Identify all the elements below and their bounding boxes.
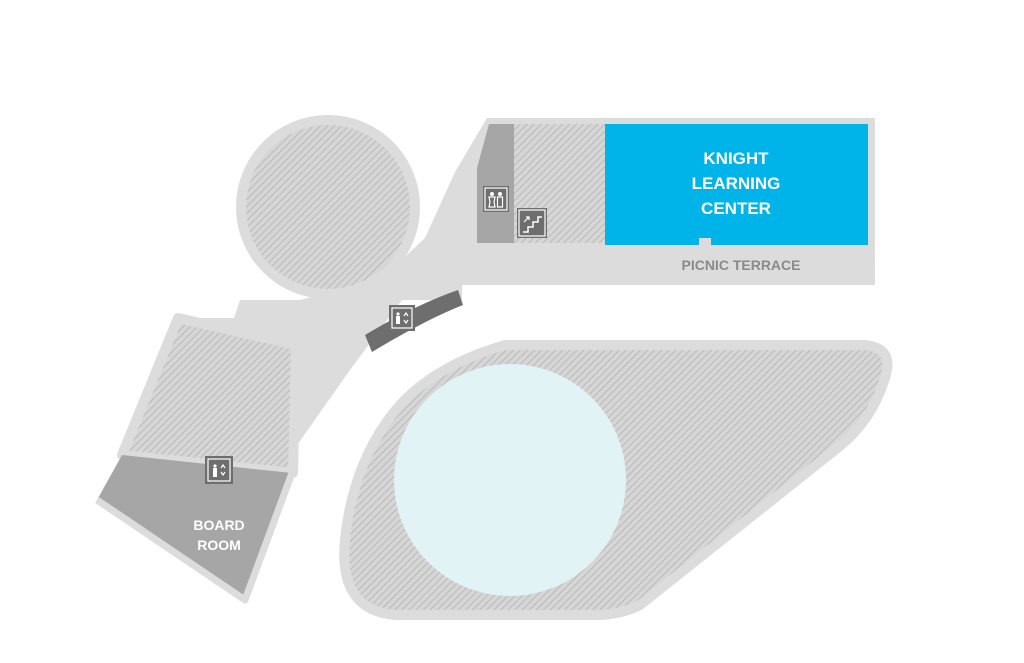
board-room-label-line2: ROOM <box>197 537 241 553</box>
picnic-terrace-label: PICNIC TERRACE <box>681 257 800 273</box>
knight-label-line2: LEARNING <box>692 174 781 193</box>
restroom-core <box>477 124 514 243</box>
stairs-icon[interactable] <box>517 208 547 238</box>
board-room-outline <box>95 471 296 604</box>
knight-label-line3: CENTER <box>701 199 771 218</box>
knight-label-line1: KNIGHT <box>703 149 769 168</box>
board-room-label-line1: BOARD <box>193 517 244 533</box>
elevator-icon[interactable] <box>205 456 233 484</box>
board-room[interactable] <box>97 455 292 600</box>
pool <box>394 364 626 596</box>
west-wing-outline <box>117 313 301 478</box>
knight-learning-center-entrance <box>699 238 711 245</box>
elevator-icon[interactable] <box>389 305 415 331</box>
knight-learning-center[interactable] <box>605 124 868 245</box>
restroom-icon[interactable] <box>483 186 509 212</box>
rotunda-hatched-area <box>246 125 410 289</box>
